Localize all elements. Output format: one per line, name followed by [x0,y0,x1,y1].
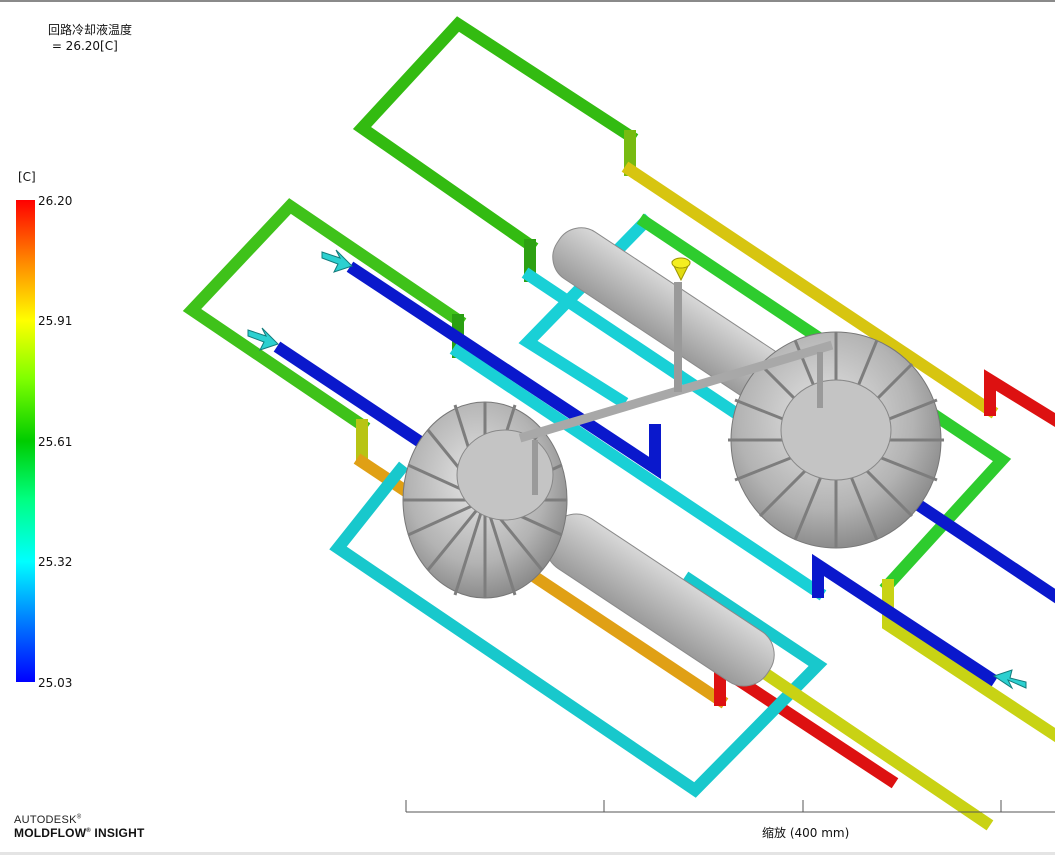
result-value: = 26.20[C] [48,39,118,53]
cooling-channel-blue-1 [346,261,661,480]
result-name: 回路冷却液温度 [48,23,133,37]
window-top-border [0,0,1055,2]
cooling-channel-top-green [352,16,639,254]
legend-unit: [C] [18,170,36,184]
runner-system [518,282,834,495]
legend-tick-4: 25.32 [38,555,73,569]
cooling-channel-blue-3 [812,553,999,687]
logo-company: AUTODESK [14,814,77,826]
legend-tick-2: 25.91 [38,314,73,328]
autodesk-logo: AUTODESK® MOLDFLOW® INSIGHT [14,814,145,840]
cooling-channel-yellow-bottom [751,661,994,831]
scale-bar [405,800,1055,813]
cooling-channel-green-right [636,213,1012,594]
logo-product-suffix: INSIGHT [94,826,145,840]
result-title: 回路冷却液温度 = 26.20[C] [48,22,132,54]
cooling-channel-cyan-bottom [329,461,828,798]
cooling-channel-top-red [984,369,1055,428]
scale-label: 缩放 (400 mm) [762,826,850,840]
inlet-arrow-icon[interactable] [247,327,279,351]
cooling-channel-top-yellow [621,161,999,419]
window-bottom-border [0,852,1055,855]
legend-tick-max: 26.20 [38,194,73,208]
inlet-arrow-icon[interactable] [321,249,353,273]
cooling-channel-left-green [182,198,467,434]
molded-part-right [552,227,944,549]
legend-tick-min: 25.03 [38,676,73,690]
molded-part-left [402,401,775,687]
legend-tick-3: 25.61 [38,435,73,449]
cooling-channel-yellowgreen [882,579,1055,743]
logo-product: MOLDFLOW [14,826,87,840]
injection-point-icon[interactable] [671,257,691,282]
cooling-channel-blue-2 [273,341,449,464]
cooling-channel-cyan-mid [449,343,827,601]
inlet-arrow-icon[interactable] [992,669,1027,690]
color-legend-bar [16,200,35,682]
